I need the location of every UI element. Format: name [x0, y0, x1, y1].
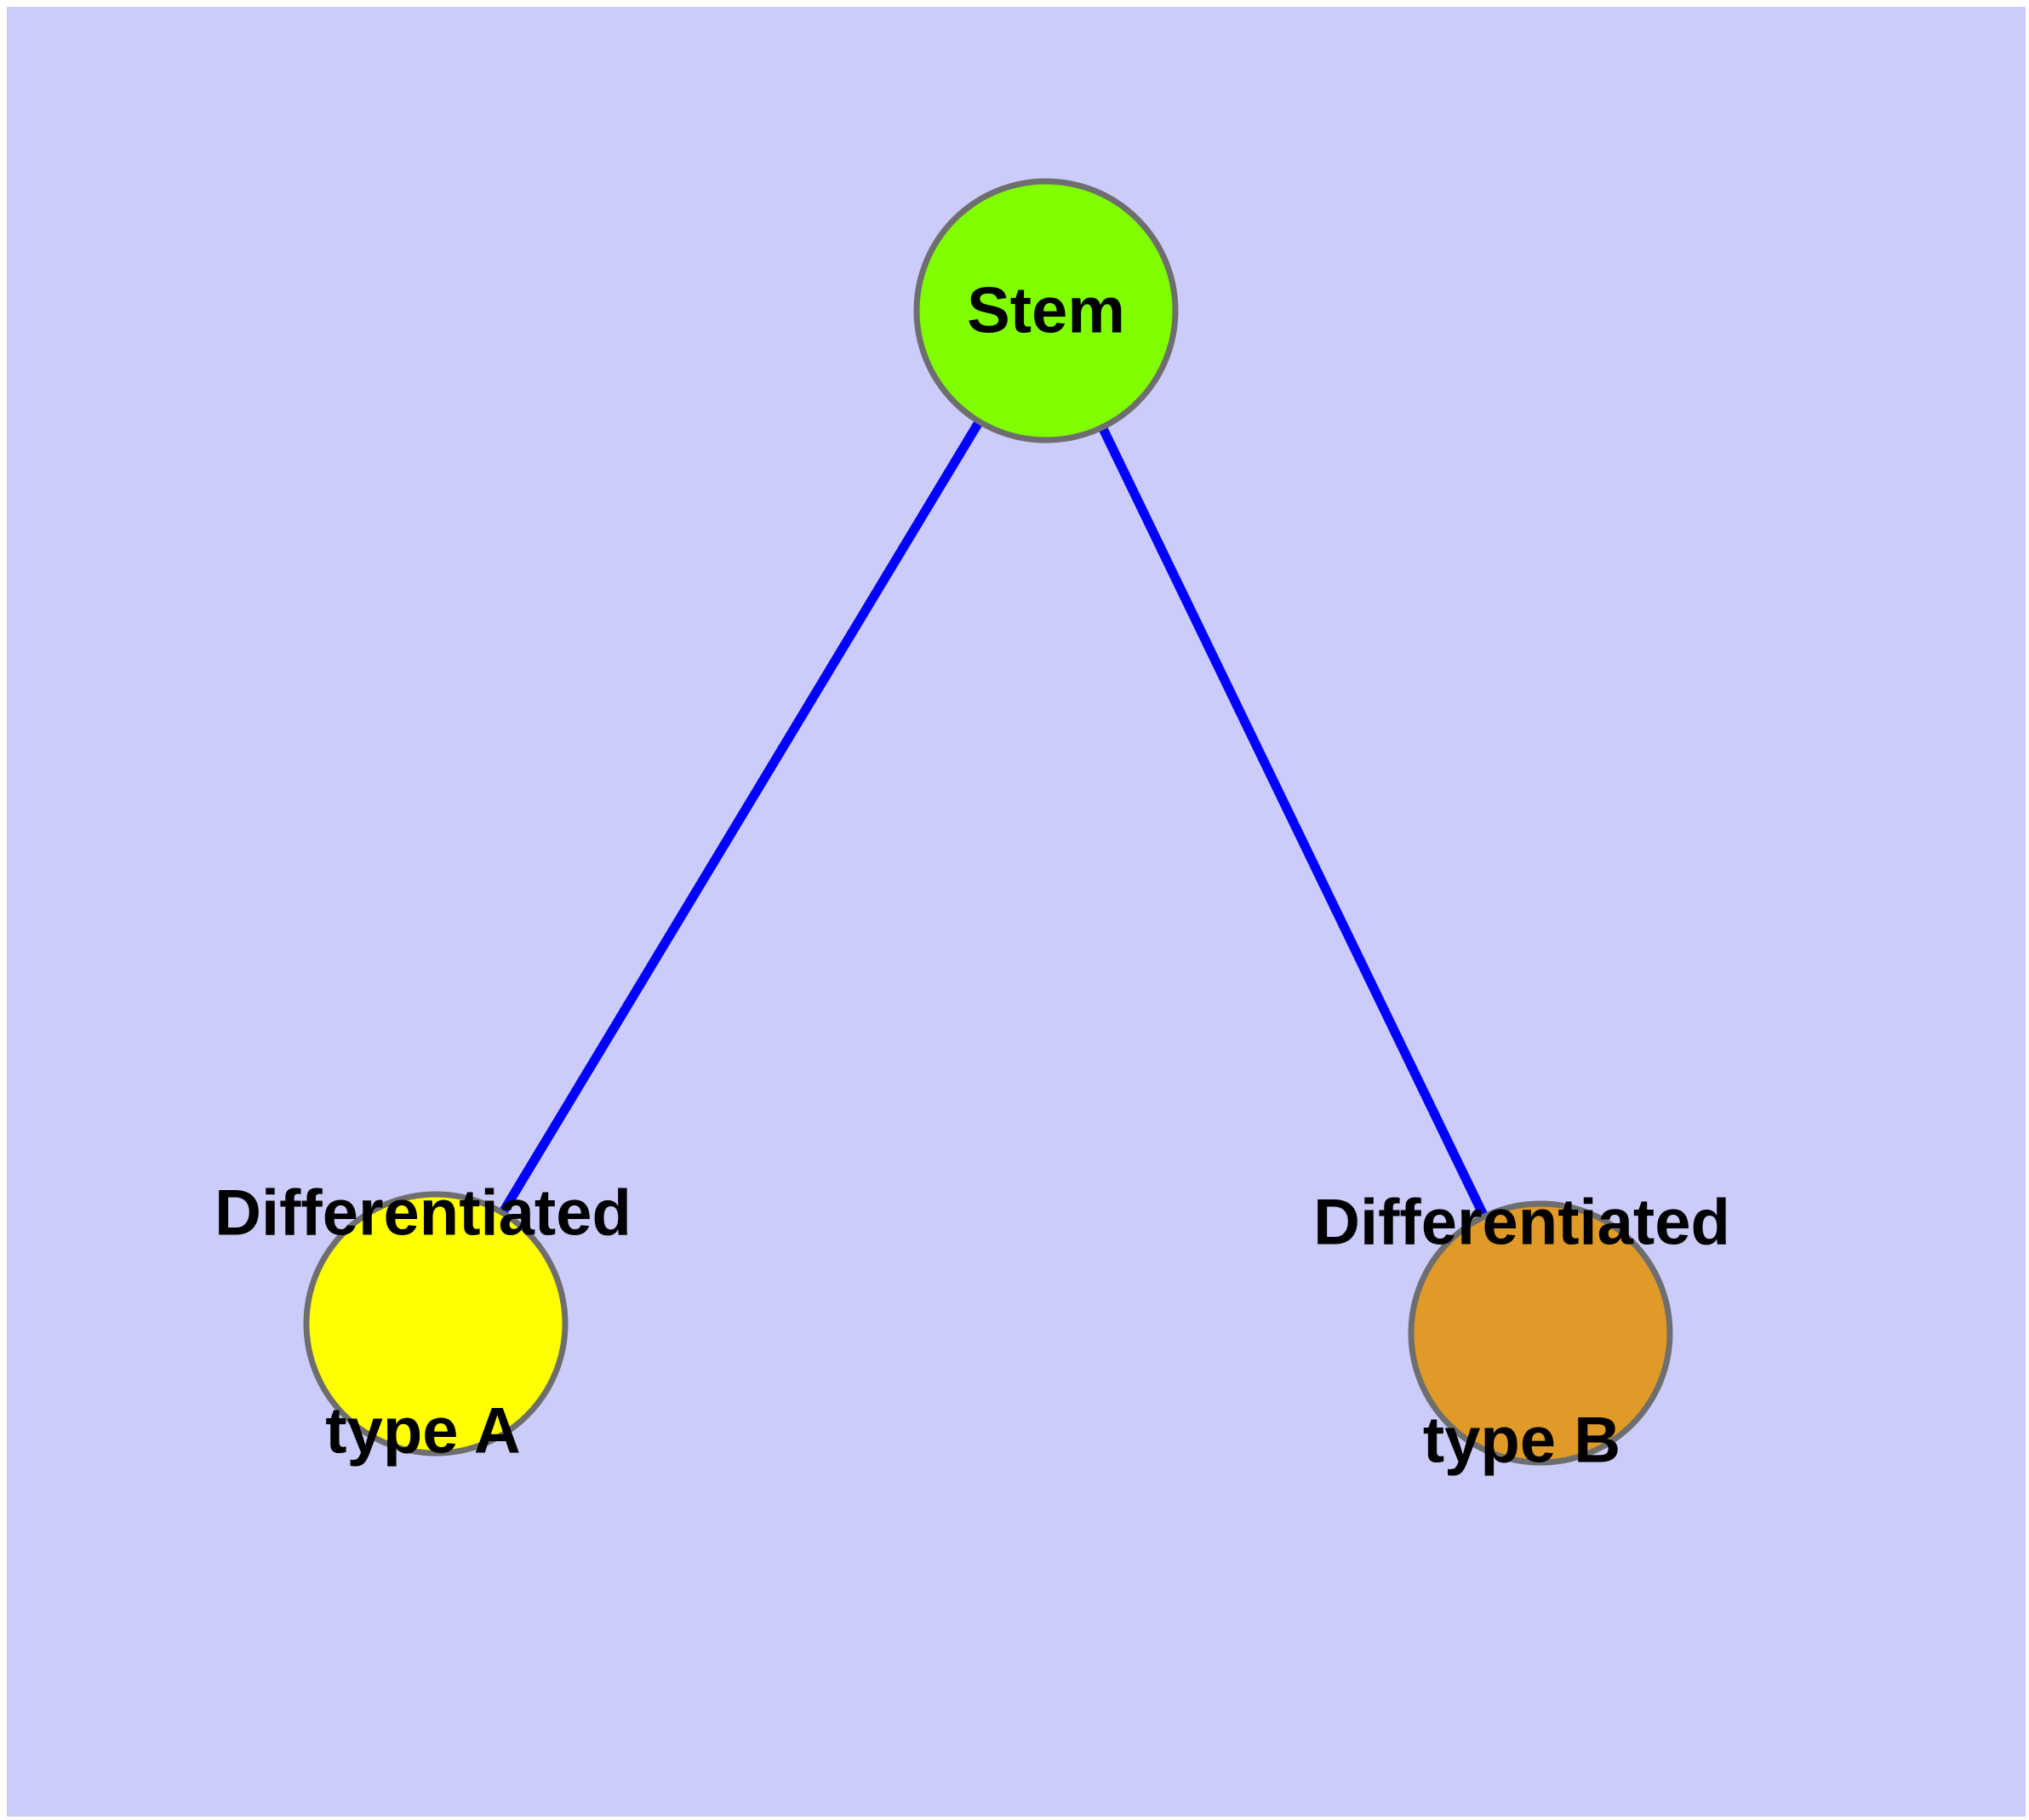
node-layer: [303, 178, 1673, 1466]
node-circle-diff-a[interactable]: [303, 1191, 569, 1457]
graph-svg: [303, 178, 1673, 1466]
node-circle-diff-b[interactable]: [1408, 1200, 1673, 1466]
diagram-plot-area: Stem Differentiated type A Differentiate…: [7, 7, 2026, 1817]
edge-layer: [432, 308, 1545, 1336]
edge-stem-to-diff-b: [1042, 308, 1545, 1336]
edge-stem-to-diff-a: [432, 308, 1050, 1326]
node-circle-stem[interactable]: [913, 178, 1179, 444]
